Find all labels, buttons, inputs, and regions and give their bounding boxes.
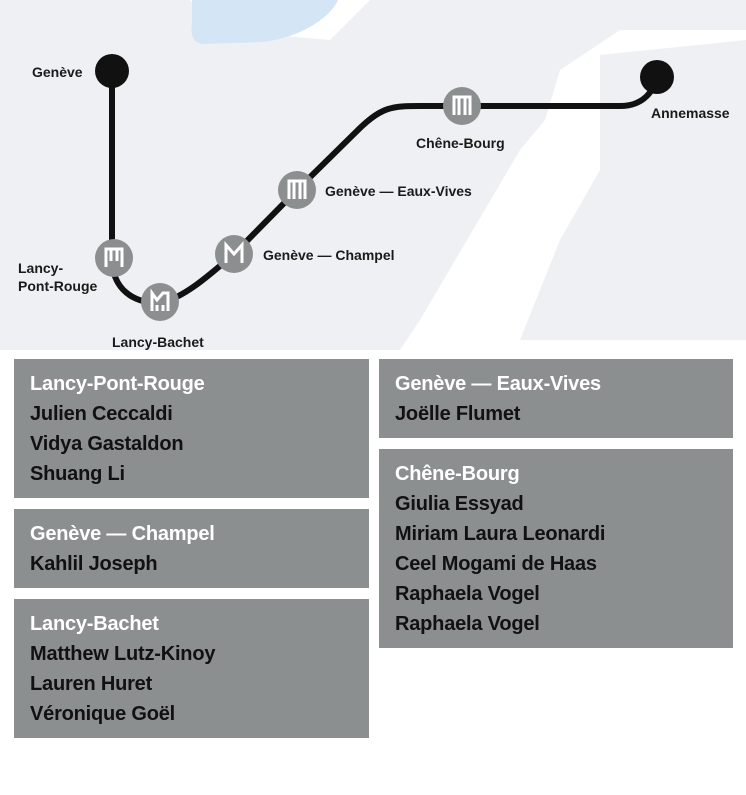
metro-m-icon bbox=[287, 179, 307, 199]
terminal-label-geneve: Genève bbox=[32, 64, 83, 80]
panel-geneve-champel: Genève — Champel Kahlil Joseph bbox=[14, 509, 369, 588]
panel-title: Genève — Eaux-Vives bbox=[395, 373, 601, 395]
station-label-chene-bourg: Chêne-Bourg bbox=[416, 135, 505, 151]
panel-lancy-pont-rouge: Lancy-Pont-Rouge Julien Ceccaldi Vidya G… bbox=[14, 359, 369, 498]
route-map bbox=[0, 0, 746, 360]
metro-m-icon bbox=[452, 95, 472, 115]
panel-title: Lancy-Bachet bbox=[30, 613, 159, 635]
metro-m-icon bbox=[104, 247, 124, 267]
map-land-area bbox=[0, 0, 746, 350]
terminal-label-annemasse: Annemasse bbox=[651, 105, 730, 121]
panel-title: Lancy-Pont-Rouge bbox=[30, 373, 205, 395]
artist-name: Ceel Mogami de Haas bbox=[395, 553, 597, 575]
artist-name: Raphaela Vogel bbox=[395, 613, 540, 635]
panel-lancy-bachet: Lancy-Bachet Matthew Lutz-Kinoy Lauren H… bbox=[14, 599, 369, 738]
station-label-lancy-pont-rouge: Lancy- Pont-Rouge bbox=[18, 260, 98, 294]
station-label-geneve-champel: Genève — Champel bbox=[263, 247, 395, 263]
station-marker-geneve-champel bbox=[215, 235, 253, 273]
metro-m-icon bbox=[224, 241, 244, 263]
station-marker-chene-bourg bbox=[443, 87, 481, 125]
map-land-right bbox=[520, 40, 746, 340]
terminal-geneve bbox=[95, 54, 129, 88]
artist-name: Lauren Huret bbox=[30, 673, 153, 695]
station-label-lancy-bachet: Lancy-Bachet bbox=[112, 334, 204, 350]
metro-m-icon bbox=[150, 288, 170, 311]
artist-name: Joëlle Flumet bbox=[395, 403, 521, 425]
artist-name: Raphaela Vogel bbox=[395, 583, 540, 605]
artist-name: Miriam Laura Leonardi bbox=[395, 523, 606, 545]
station-marker-geneve-eaux-vives bbox=[278, 171, 316, 209]
station-label-geneve-eaux-vives: Genève — Eaux-Vives bbox=[325, 183, 472, 199]
panel-chene-bourg: Chêne-Bourg Giulia Essyad Miriam Laura L… bbox=[379, 449, 733, 648]
panel-title: Genève — Champel bbox=[30, 523, 215, 545]
station-marker-lancy-bachet bbox=[141, 283, 179, 321]
artist-name: Vidya Gastaldon bbox=[30, 433, 184, 455]
artist-name: Matthew Lutz-Kinoy bbox=[30, 643, 216, 665]
artist-name: Julien Ceccaldi bbox=[30, 403, 173, 425]
artist-name: Véronique Goël bbox=[30, 703, 176, 725]
panel-geneve-eaux-vives: Genève — Eaux-Vives Joëlle Flumet bbox=[379, 359, 733, 438]
artist-name: Kahlil Joseph bbox=[30, 553, 158, 575]
station-marker-lancy-pont-rouge bbox=[95, 239, 133, 277]
artist-name: Shuang Li bbox=[30, 463, 125, 485]
panel-title: Chêne-Bourg bbox=[395, 463, 520, 485]
terminal-annemasse bbox=[640, 60, 674, 94]
artist-name: Giulia Essyad bbox=[395, 493, 524, 515]
map-water bbox=[191, 0, 338, 44]
